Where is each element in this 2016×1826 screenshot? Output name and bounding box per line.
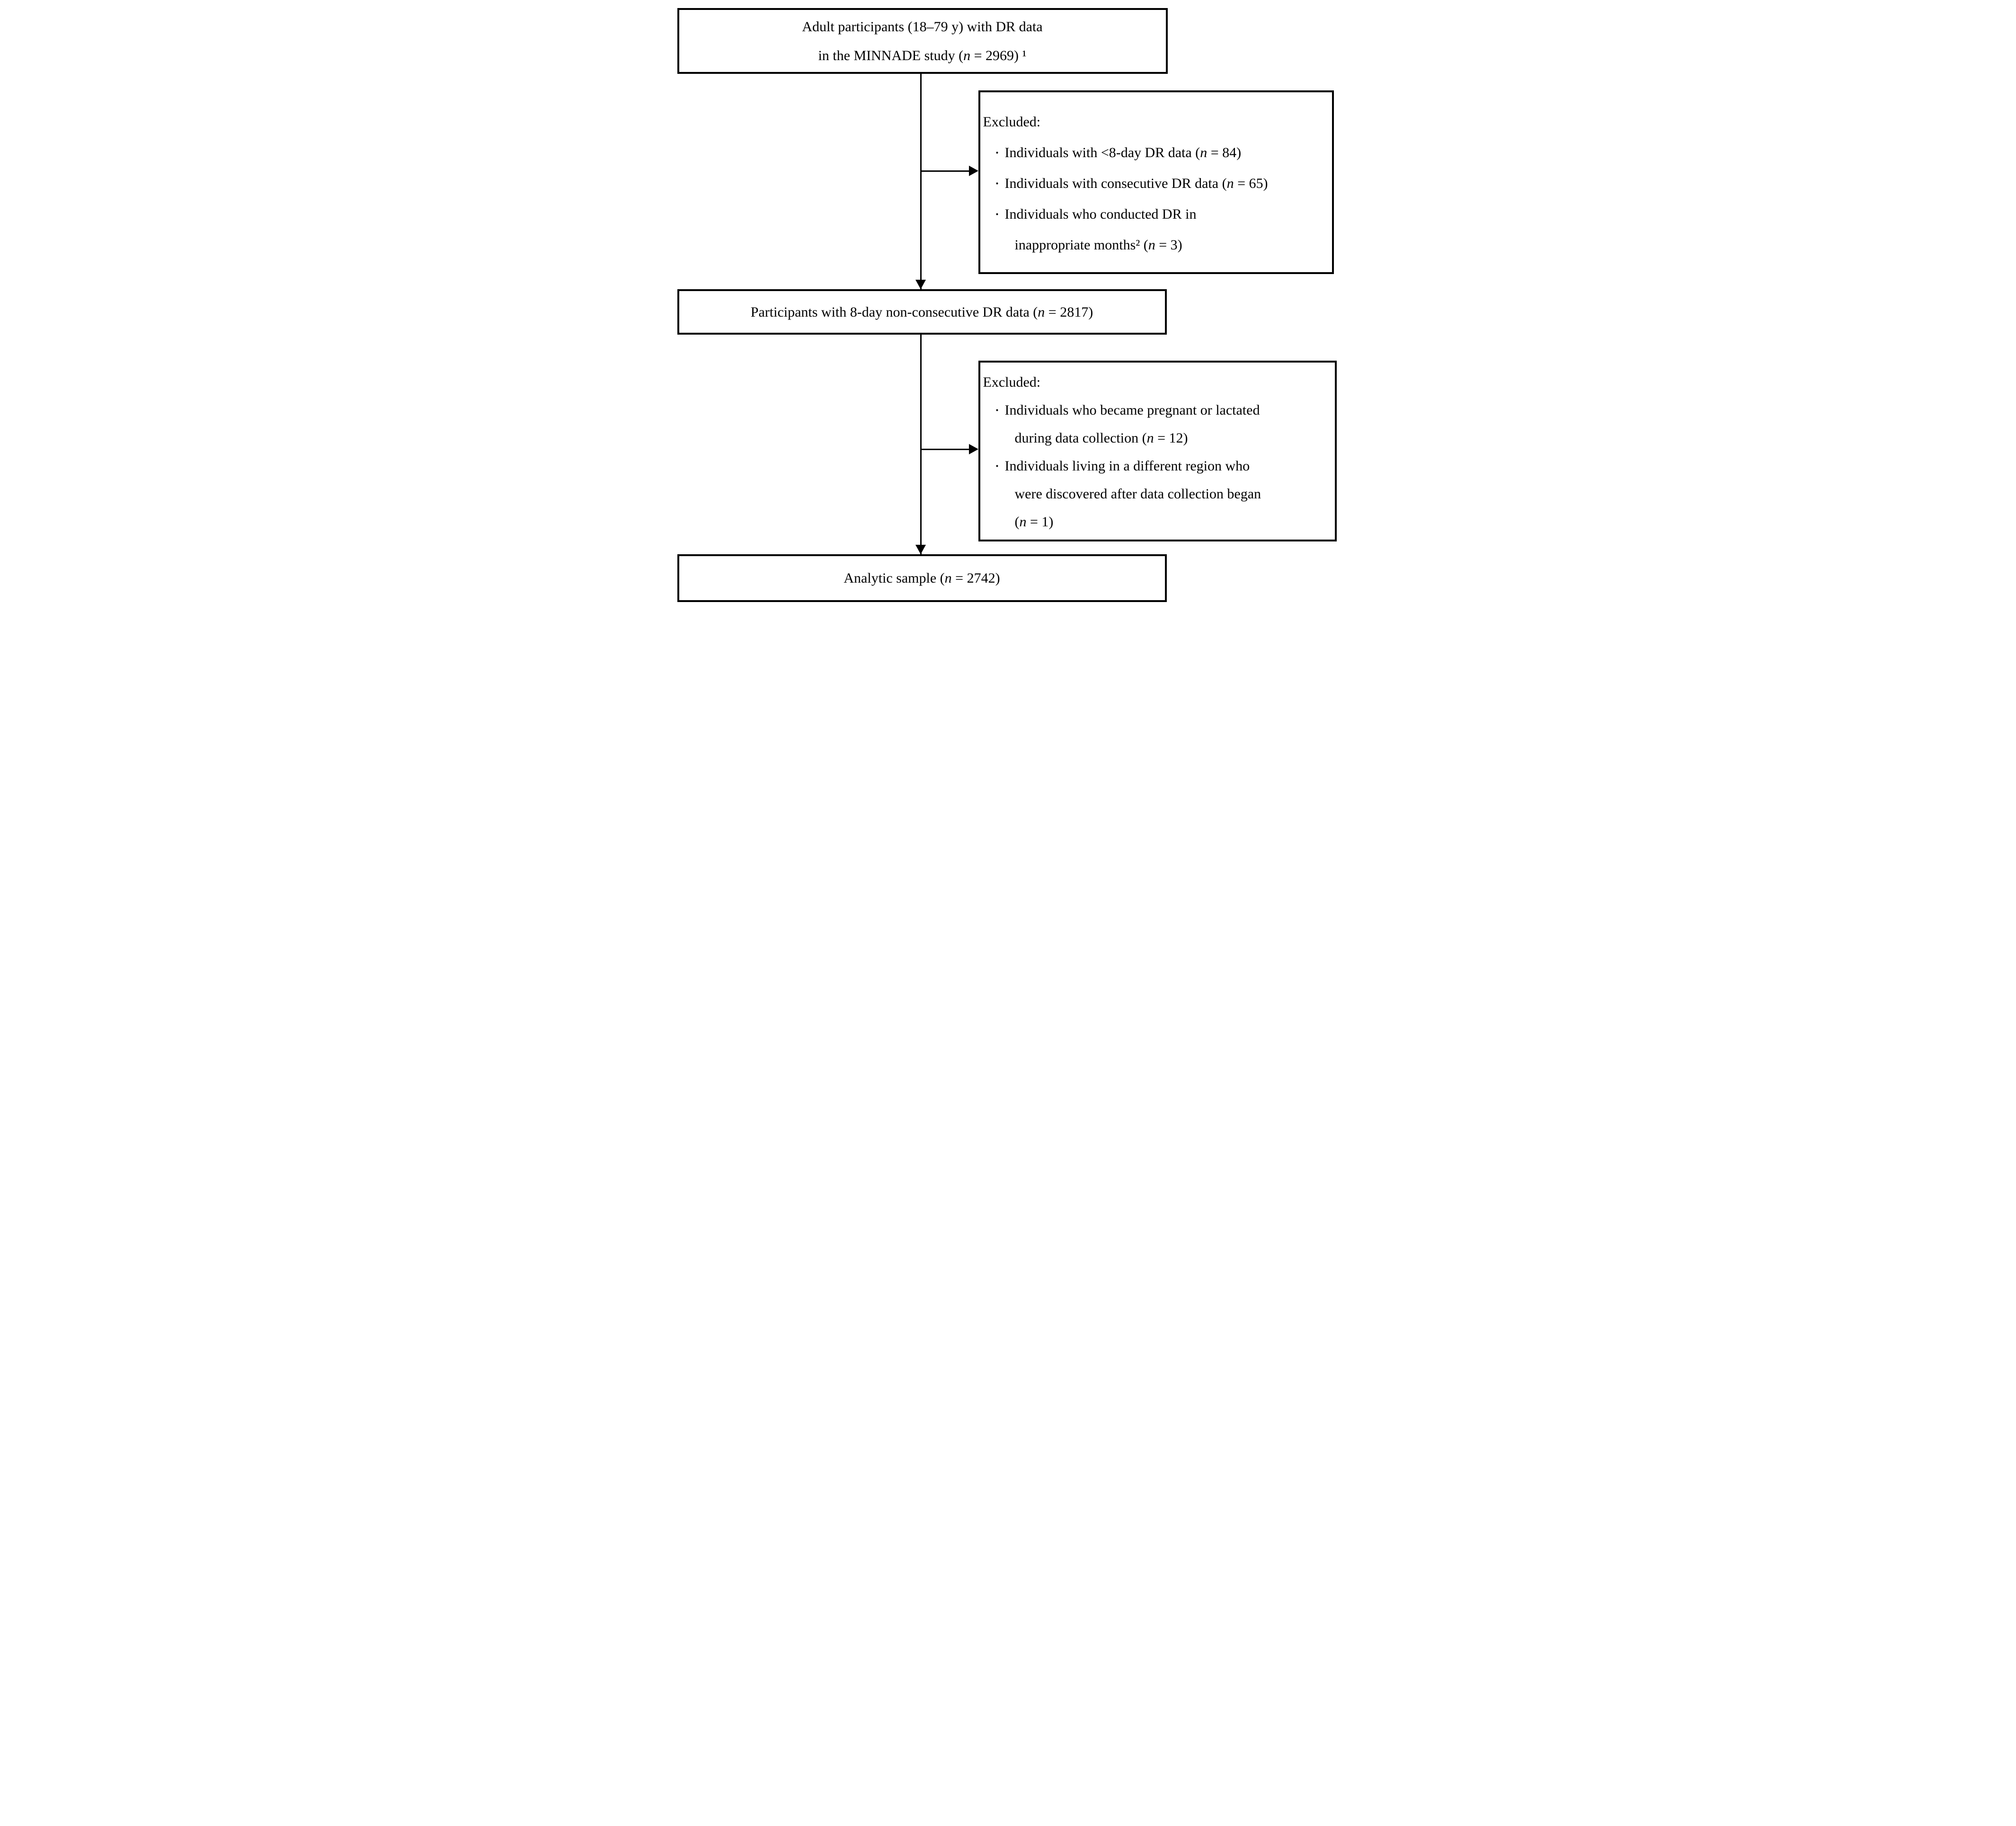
connector-branch-1	[920, 170, 969, 172]
bullet-icon: •	[995, 148, 999, 157]
bullet-item-continuation: inappropriate months² (n = 3)	[980, 230, 1332, 260]
bullet-item-text: during data collection (n = 12)	[1014, 430, 1188, 446]
middle-box-nonconsecutive-dr: Participants with 8-day non-consecutive …	[677, 289, 1167, 335]
text-line: Adult participants (18–79 y) with DR dat…	[802, 18, 1043, 35]
participant-flow-diagram: Adult participants (18–79 y) with DR dat…	[672, 0, 1344, 609]
bullet-icon: •	[995, 461, 999, 470]
bullet-item-text: Individuals who conducted DR in	[1004, 206, 1197, 222]
bullet-icon: •	[995, 406, 999, 415]
bullet-item-text: Individuals with <8-day DR data (n = 84)	[1004, 145, 1242, 160]
bullet-item-continuation: (n = 1)	[980, 508, 1335, 536]
bullet-item: • Individuals who became pregnant or lact…	[980, 396, 1335, 424]
connector-vertical-1	[920, 74, 922, 289]
bullet-item: • Individuals with <8-day DR data (n = 84…	[980, 137, 1332, 168]
bullet-item: • Individuals who conducted DR in	[980, 199, 1332, 230]
connector-vertical-2	[920, 335, 922, 554]
excluded-list-2: • Individuals who became pregnant or lact…	[980, 396, 1335, 536]
bottom-box-analytic-sample: Analytic sample (n = 2742)	[677, 554, 1167, 602]
down-arrowhead-2-icon	[915, 545, 926, 554]
bullet-icon: •	[995, 210, 999, 219]
top-box-eligible-participants: Adult participants (18–79 y) with DR dat…	[677, 8, 1168, 74]
bullet-icon: •	[995, 179, 999, 188]
bullet-item-text: were discovered after data collection be…	[1014, 486, 1261, 502]
down-arrowhead-1-icon	[915, 280, 926, 289]
bullet-item-text: (n = 1)	[1014, 514, 1054, 530]
right-arrowhead-2-icon	[968, 444, 978, 454]
text-line: Analytic sample (n = 2742)	[844, 570, 1000, 586]
bullet-item-continuation: were discovered after data collection be…	[980, 480, 1335, 508]
excluded-box-1: Excluded: • Individuals with <8-day DR da…	[978, 90, 1334, 274]
excluded-list-1: • Individuals with <8-day DR data (n = 84…	[980, 137, 1332, 260]
bullet-item: • Individuals with consecutive DR data (n…	[980, 168, 1332, 199]
bullet-item-text: Individuals with consecutive DR data (n …	[1004, 176, 1268, 191]
text-line: in the MINNADE study (n = 2969) ¹	[818, 47, 1027, 63]
bullet-item-text: Individuals living in a different region…	[1004, 458, 1250, 474]
bullet-item-text: Individuals who became pregnant or lacta…	[1004, 402, 1260, 418]
excluded-title-1: Excluded:	[983, 114, 1041, 130]
excluded-box-2: Excluded: • Individuals who became pregna…	[978, 361, 1337, 541]
text-line: Participants with 8-day non-consecutive …	[750, 304, 1093, 320]
excluded-title-2: Excluded:	[983, 374, 1041, 390]
connector-branch-2	[920, 449, 969, 450]
bullet-item-continuation: during data collection (n = 12)	[980, 424, 1335, 452]
right-arrowhead-1-icon	[968, 166, 978, 176]
bullet-item: • Individuals living in a different regio…	[980, 452, 1335, 480]
bullet-item-text: inappropriate months² (n = 3)	[1014, 237, 1182, 253]
